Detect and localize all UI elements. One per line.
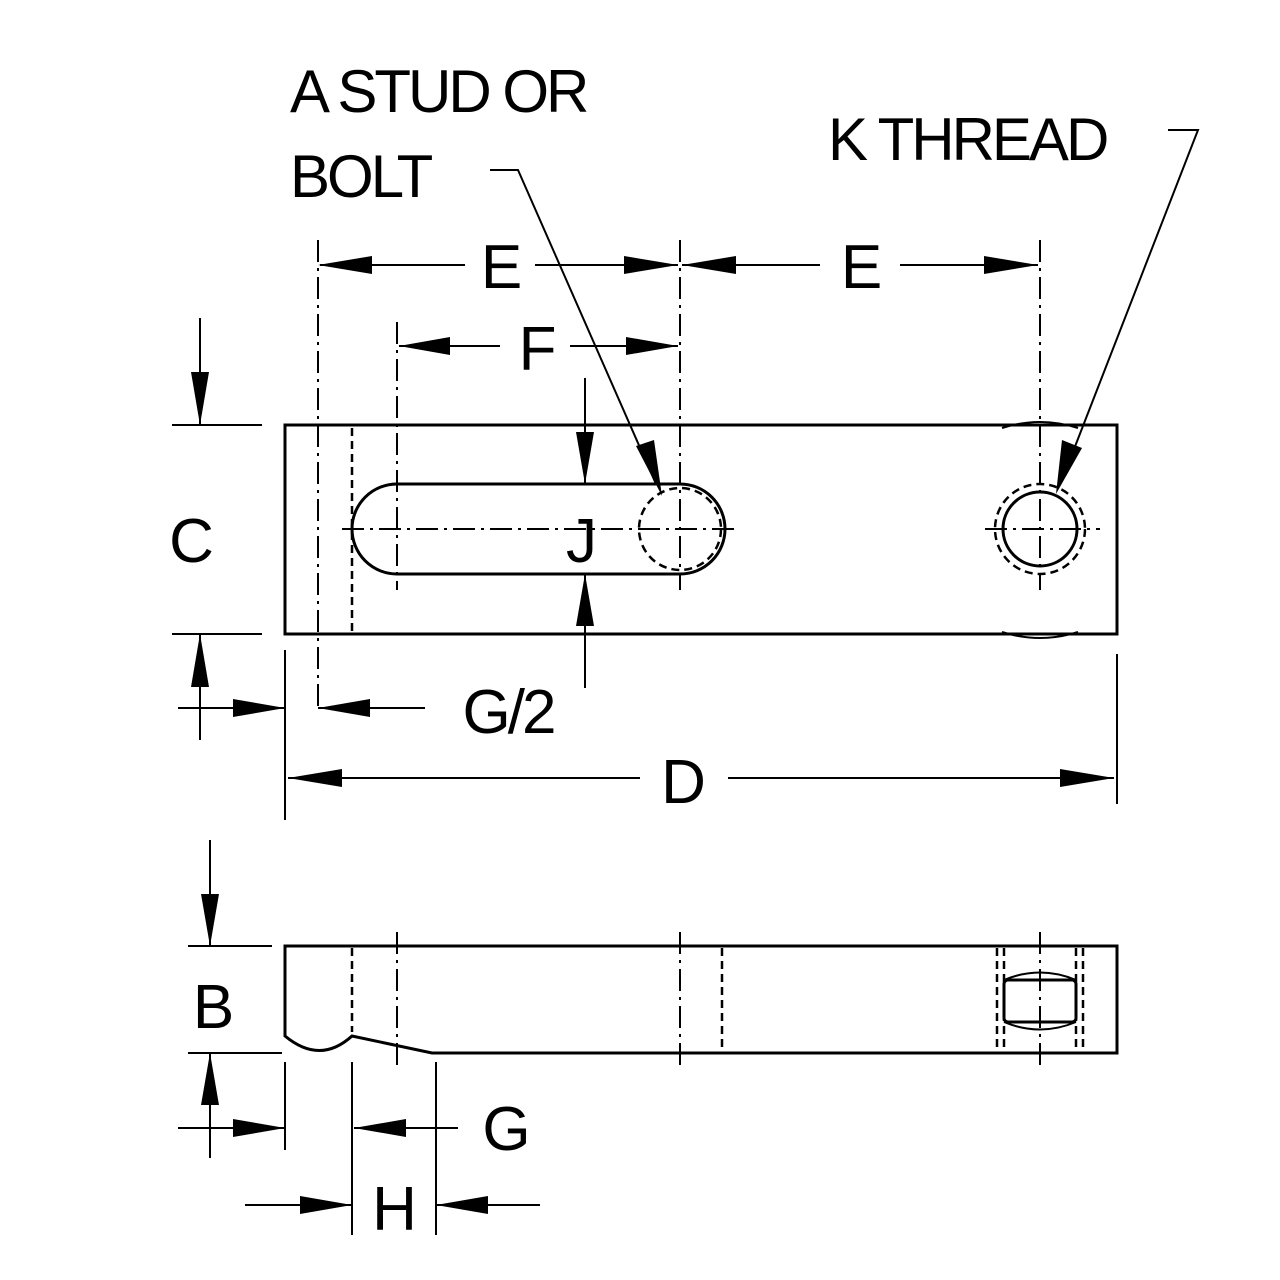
callout-thread bbox=[1056, 129, 1200, 494]
dim-label-e-left: E bbox=[481, 233, 520, 302]
arrowhead bbox=[201, 1053, 219, 1105]
dimension-h bbox=[245, 1062, 540, 1235]
top-edge-arc bbox=[1001, 421, 1079, 429]
dimension-f bbox=[399, 337, 678, 355]
arrowhead bbox=[399, 337, 450, 355]
arrowhead bbox=[233, 1119, 285, 1137]
dim-label-f: F bbox=[519, 315, 555, 384]
dimension-d bbox=[288, 654, 1118, 804]
dim-label-g: G bbox=[482, 1095, 527, 1164]
arrowhead bbox=[233, 699, 285, 717]
dimension-g bbox=[178, 1062, 458, 1150]
arrowhead bbox=[318, 256, 372, 274]
top-view bbox=[283, 240, 1119, 712]
arrowhead bbox=[191, 372, 209, 425]
side-view bbox=[283, 932, 1119, 1070]
callout-label-stud-line1: A STUD OR bbox=[290, 58, 587, 125]
arrowhead bbox=[300, 1196, 352, 1214]
arrowhead bbox=[626, 337, 678, 355]
arrowhead bbox=[636, 440, 662, 496]
callout-stud bbox=[490, 169, 662, 496]
arrowhead bbox=[201, 894, 219, 946]
dim-label-e-right: E bbox=[841, 233, 880, 302]
dimension-c bbox=[172, 318, 262, 740]
side-thread-pocket bbox=[1002, 978, 1078, 1024]
dim-label-g-half: G/2 bbox=[463, 678, 554, 747]
arrowhead bbox=[436, 1196, 488, 1214]
arrowhead bbox=[576, 432, 594, 484]
dimension-e bbox=[318, 256, 1038, 274]
arrowhead bbox=[984, 256, 1038, 274]
dimension-b bbox=[188, 840, 282, 1158]
dim-label-b: B bbox=[193, 973, 232, 1042]
bottom-edge-arc bbox=[1001, 631, 1079, 639]
side-thread-arc-top bbox=[1003, 971, 1077, 981]
arrowhead bbox=[576, 574, 594, 626]
arrowhead bbox=[1056, 440, 1082, 494]
dim-label-d: D bbox=[661, 748, 703, 817]
arrowhead bbox=[682, 256, 736, 274]
side-view-body bbox=[283, 944, 1119, 1055]
arrowhead bbox=[288, 769, 342, 787]
arrowhead bbox=[191, 634, 209, 687]
top-view-body bbox=[283, 423, 1119, 636]
dim-label-j: J bbox=[566, 507, 594, 576]
arrowhead bbox=[1060, 769, 1114, 787]
side-thread-arc-bottom bbox=[1003, 1021, 1077, 1031]
dim-label-c: C bbox=[169, 507, 212, 576]
callout-label-stud-line2: BOLT bbox=[290, 143, 433, 210]
dimension-j bbox=[576, 378, 594, 688]
arrowhead bbox=[624, 256, 678, 274]
dim-label-h: H bbox=[372, 1175, 414, 1244]
arrowhead bbox=[354, 1119, 406, 1137]
arrowhead bbox=[318, 699, 370, 717]
callout-label-thread: K THREAD bbox=[828, 106, 1107, 173]
dimension-g-half bbox=[178, 650, 425, 820]
